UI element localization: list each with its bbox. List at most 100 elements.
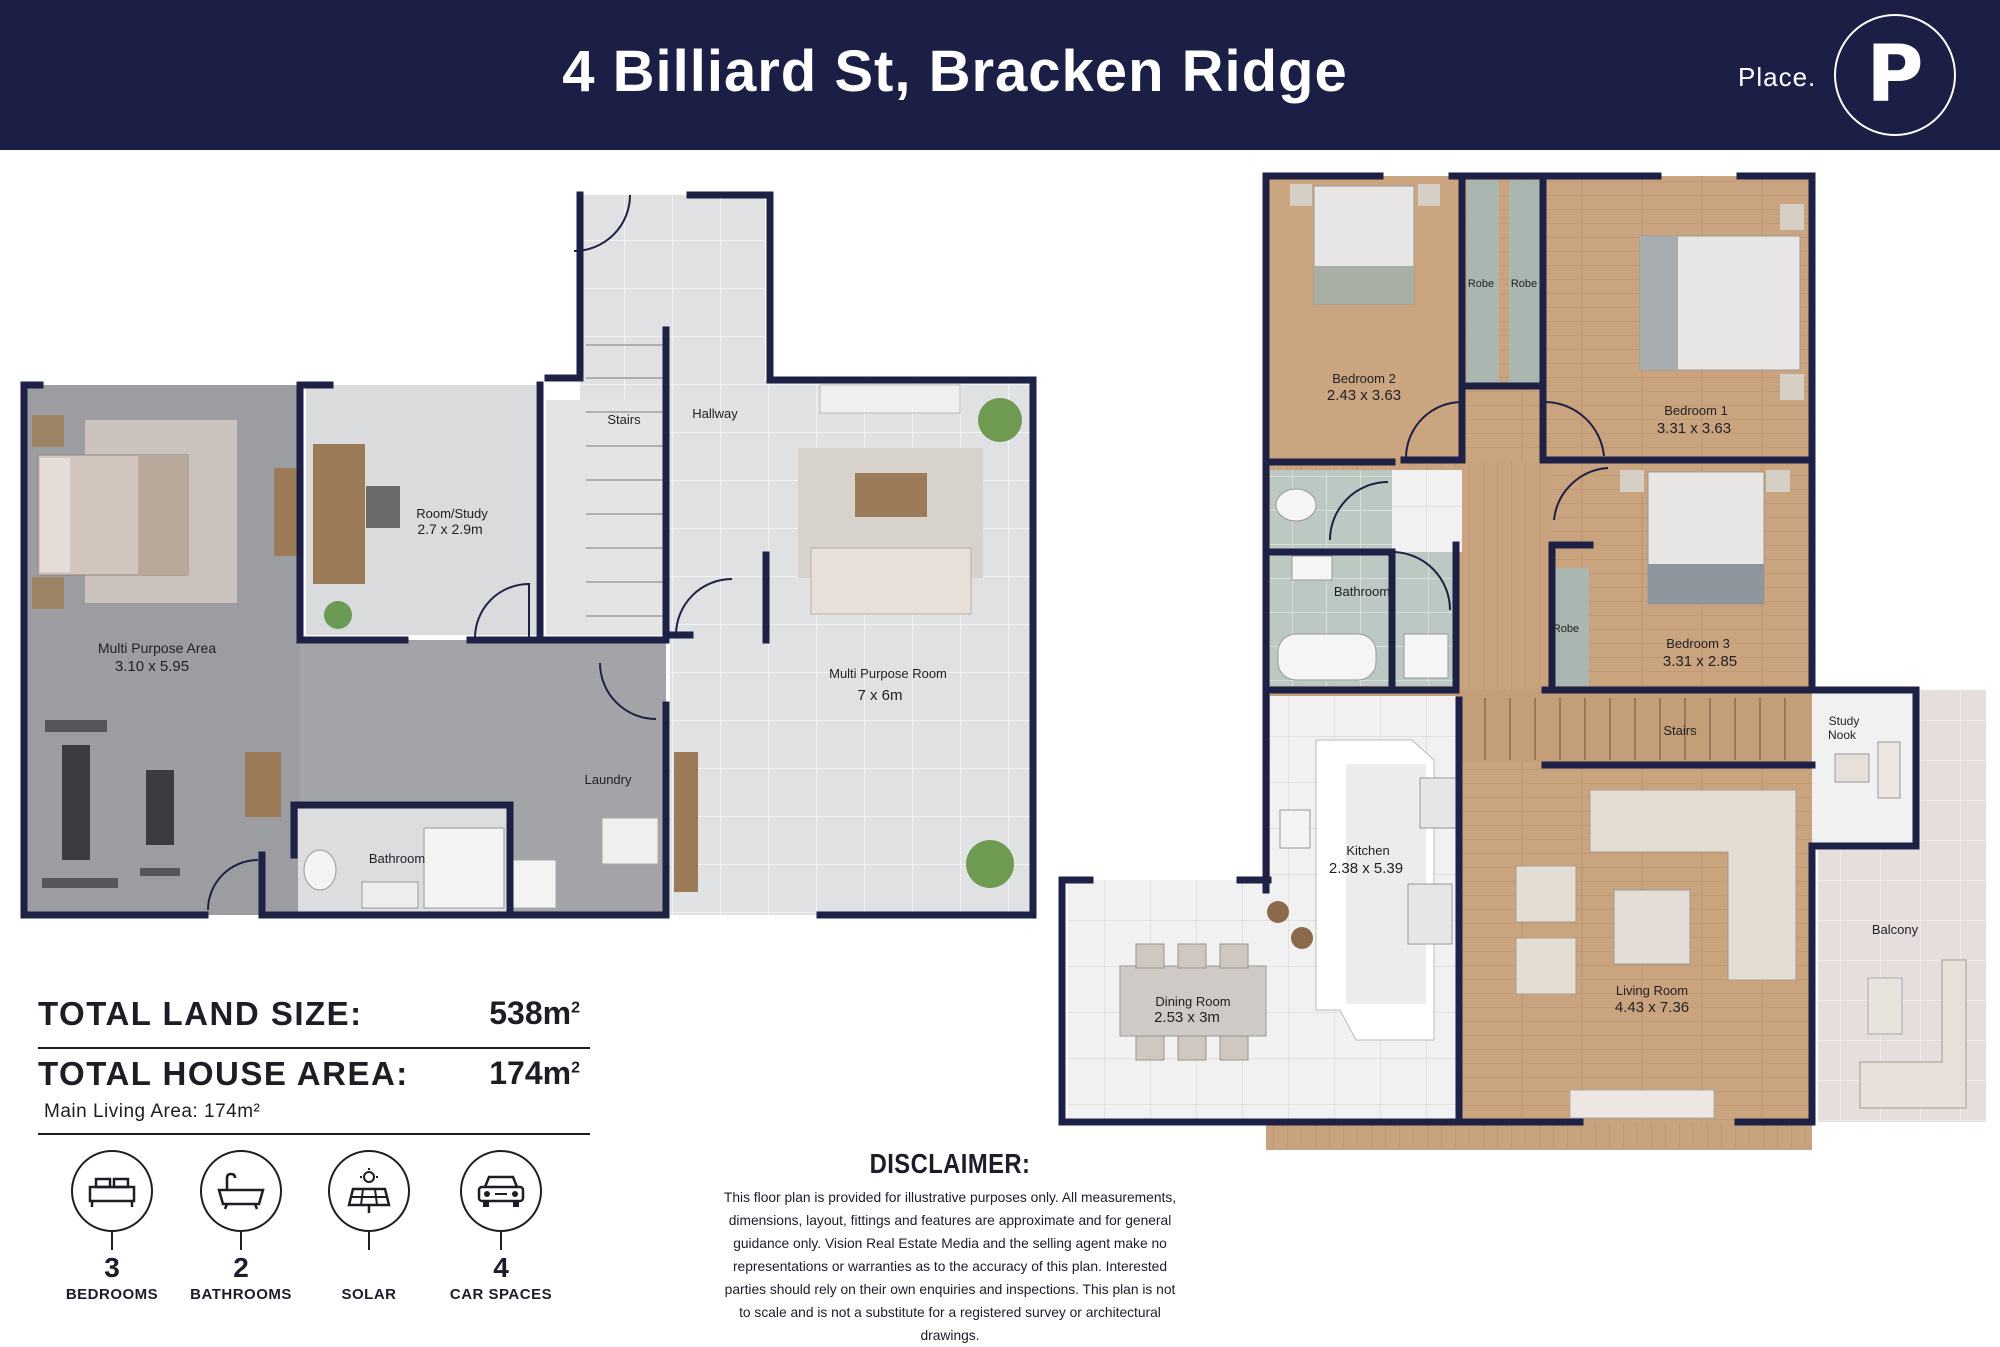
room-label: Stairs [607,412,641,427]
room-label: Multi Purpose Room [829,666,947,681]
room-dimensions: 3.31 x 3.63 [1657,420,1731,437]
house-area-number: 174m [489,1055,572,1091]
bathrooms-label: BATHROOMS [190,1286,292,1303]
squared-mark: 2 [571,999,580,1017]
car-spaces-count: 4 [493,1252,509,1283]
solar-label: SOLAR [341,1286,397,1303]
weight-bench [62,745,90,860]
shower [423,827,505,909]
room-label: Room/Study [416,506,488,521]
bed-icon [71,1150,153,1232]
potted-plant [978,398,1022,442]
basin [1291,555,1333,581]
brand-name: Place. [1738,62,1817,92]
sofa [810,547,972,615]
washing-machine [511,859,557,909]
room-label: Hallway [692,406,738,421]
room-label: Bathroom [369,851,425,866]
ground-floor-walls [20,191,1037,919]
car-icon [460,1150,542,1232]
room-label: Bedroom 1 [1664,403,1728,418]
disclaimer-line: This floor plan is provided for illustra… [723,1190,1177,1205]
disclaimer: DISCLAIMER: This floor plan is provided … [720,1148,1180,1347]
room-label: Bedroom 3 [1666,636,1730,651]
bathtub [1277,633,1377,681]
stats-panel: TOTAL LAND SIZE: 538m2 TOTAL HOUSE AREA:… [28,975,590,1135]
brand-logo: P [1834,14,1956,136]
tv-unit [1569,1089,1715,1119]
upper-floor: Bedroom 2 2.43 x 3.63 Robe Robe Bedroom … [1058,172,1986,1150]
bed-throw [1640,236,1678,370]
coffee-table [1613,889,1691,965]
toilet [1275,488,1317,522]
study-desk [313,444,365,584]
house-area-value: 174m2 [489,1055,580,1092]
room-label: Stairs [1663,723,1697,738]
stair-treads [1484,698,1786,760]
cabinet [674,752,698,892]
robe [1509,180,1541,386]
potted-plant [324,601,352,629]
house-area-row: TOTAL HOUSE AREA: 174m2 [28,1035,588,1093]
room-label: Laundry [585,772,632,787]
fridge [1407,883,1453,945]
room-label: Kitchen [1346,843,1389,858]
room-label: Nook [1828,728,1857,742]
potted-plant [966,840,1014,888]
bedside-table [1418,184,1440,206]
stair-treads [586,344,664,617]
bedside-table [1290,184,1312,206]
bathtub-icon [200,1150,282,1232]
side-table [245,752,281,817]
main-living-area: Main Living Area: 174m² [44,1101,261,1122]
room-label: Bathroom [1334,584,1390,599]
feature-solar: SOLAR [314,1150,424,1303]
armchair [1515,937,1577,995]
disclaimer-line: dimensions, layout, fittings and feature… [728,1213,1172,1228]
car-spaces-label: CAR SPACES [449,1286,553,1303]
bed-pillows [40,458,70,572]
room-dimensions: 3.10 x 5.95 [115,658,189,675]
feature-car-spaces: 4 CAR SPACES [446,1150,556,1303]
room-label: Bedroom 2 [1332,371,1396,386]
bedside-table [1766,470,1790,492]
bathrooms-count: 2 [233,1252,249,1283]
robe [1555,568,1589,686]
floor-plans: Multi Purpose Area 3.10 x 5.95 Room/Stud… [20,172,1986,1150]
divider [38,1047,590,1049]
bed-throw [1314,266,1414,304]
land-size-row: TOTAL LAND SIZE: 538m2 [28,975,588,1033]
house-area-label: TOTAL HOUSE AREA: [38,1055,409,1092]
room-dimensions: 2.38 x 5.39 [1329,860,1403,877]
office-chair [366,486,400,528]
cooktop [1419,777,1457,829]
laundry-tub [601,817,659,865]
room-label: Multi Purpose Area [98,640,216,656]
disclaimer-line: representations or warranties as to the … [732,1259,1168,1274]
outdoor-sofa [1859,959,1967,1109]
feature-stem [368,1232,370,1250]
bar-stool [1291,927,1313,949]
ground-floor: Multi Purpose Area 3.10 x 5.95 Room/Stud… [20,191,1037,919]
bedside-table [32,577,64,609]
land-size-value: 538m2 [489,995,580,1032]
feature-bathrooms: 2 BATHROOMS [186,1150,296,1303]
dining-table [1119,965,1267,1037]
coffee-table [855,473,927,517]
bar-stool [1267,901,1289,923]
bedside-table [1780,204,1804,230]
bedrooms-count: 3 [104,1252,120,1283]
feature-stem [500,1232,502,1250]
barbell [45,720,107,732]
room-label: Robe [1511,278,1537,290]
toilet [303,849,337,891]
door-swings [1329,401,1609,611]
feature-stem [240,1232,242,1250]
solar-count [314,1252,424,1282]
barbell [140,868,180,876]
disclaimer-title: DISCLAIMER: [869,1148,1031,1179]
door-swings [207,194,733,911]
barbell [42,878,118,888]
upper-floor-walls [1058,172,1920,1126]
tv-unit [819,384,961,414]
